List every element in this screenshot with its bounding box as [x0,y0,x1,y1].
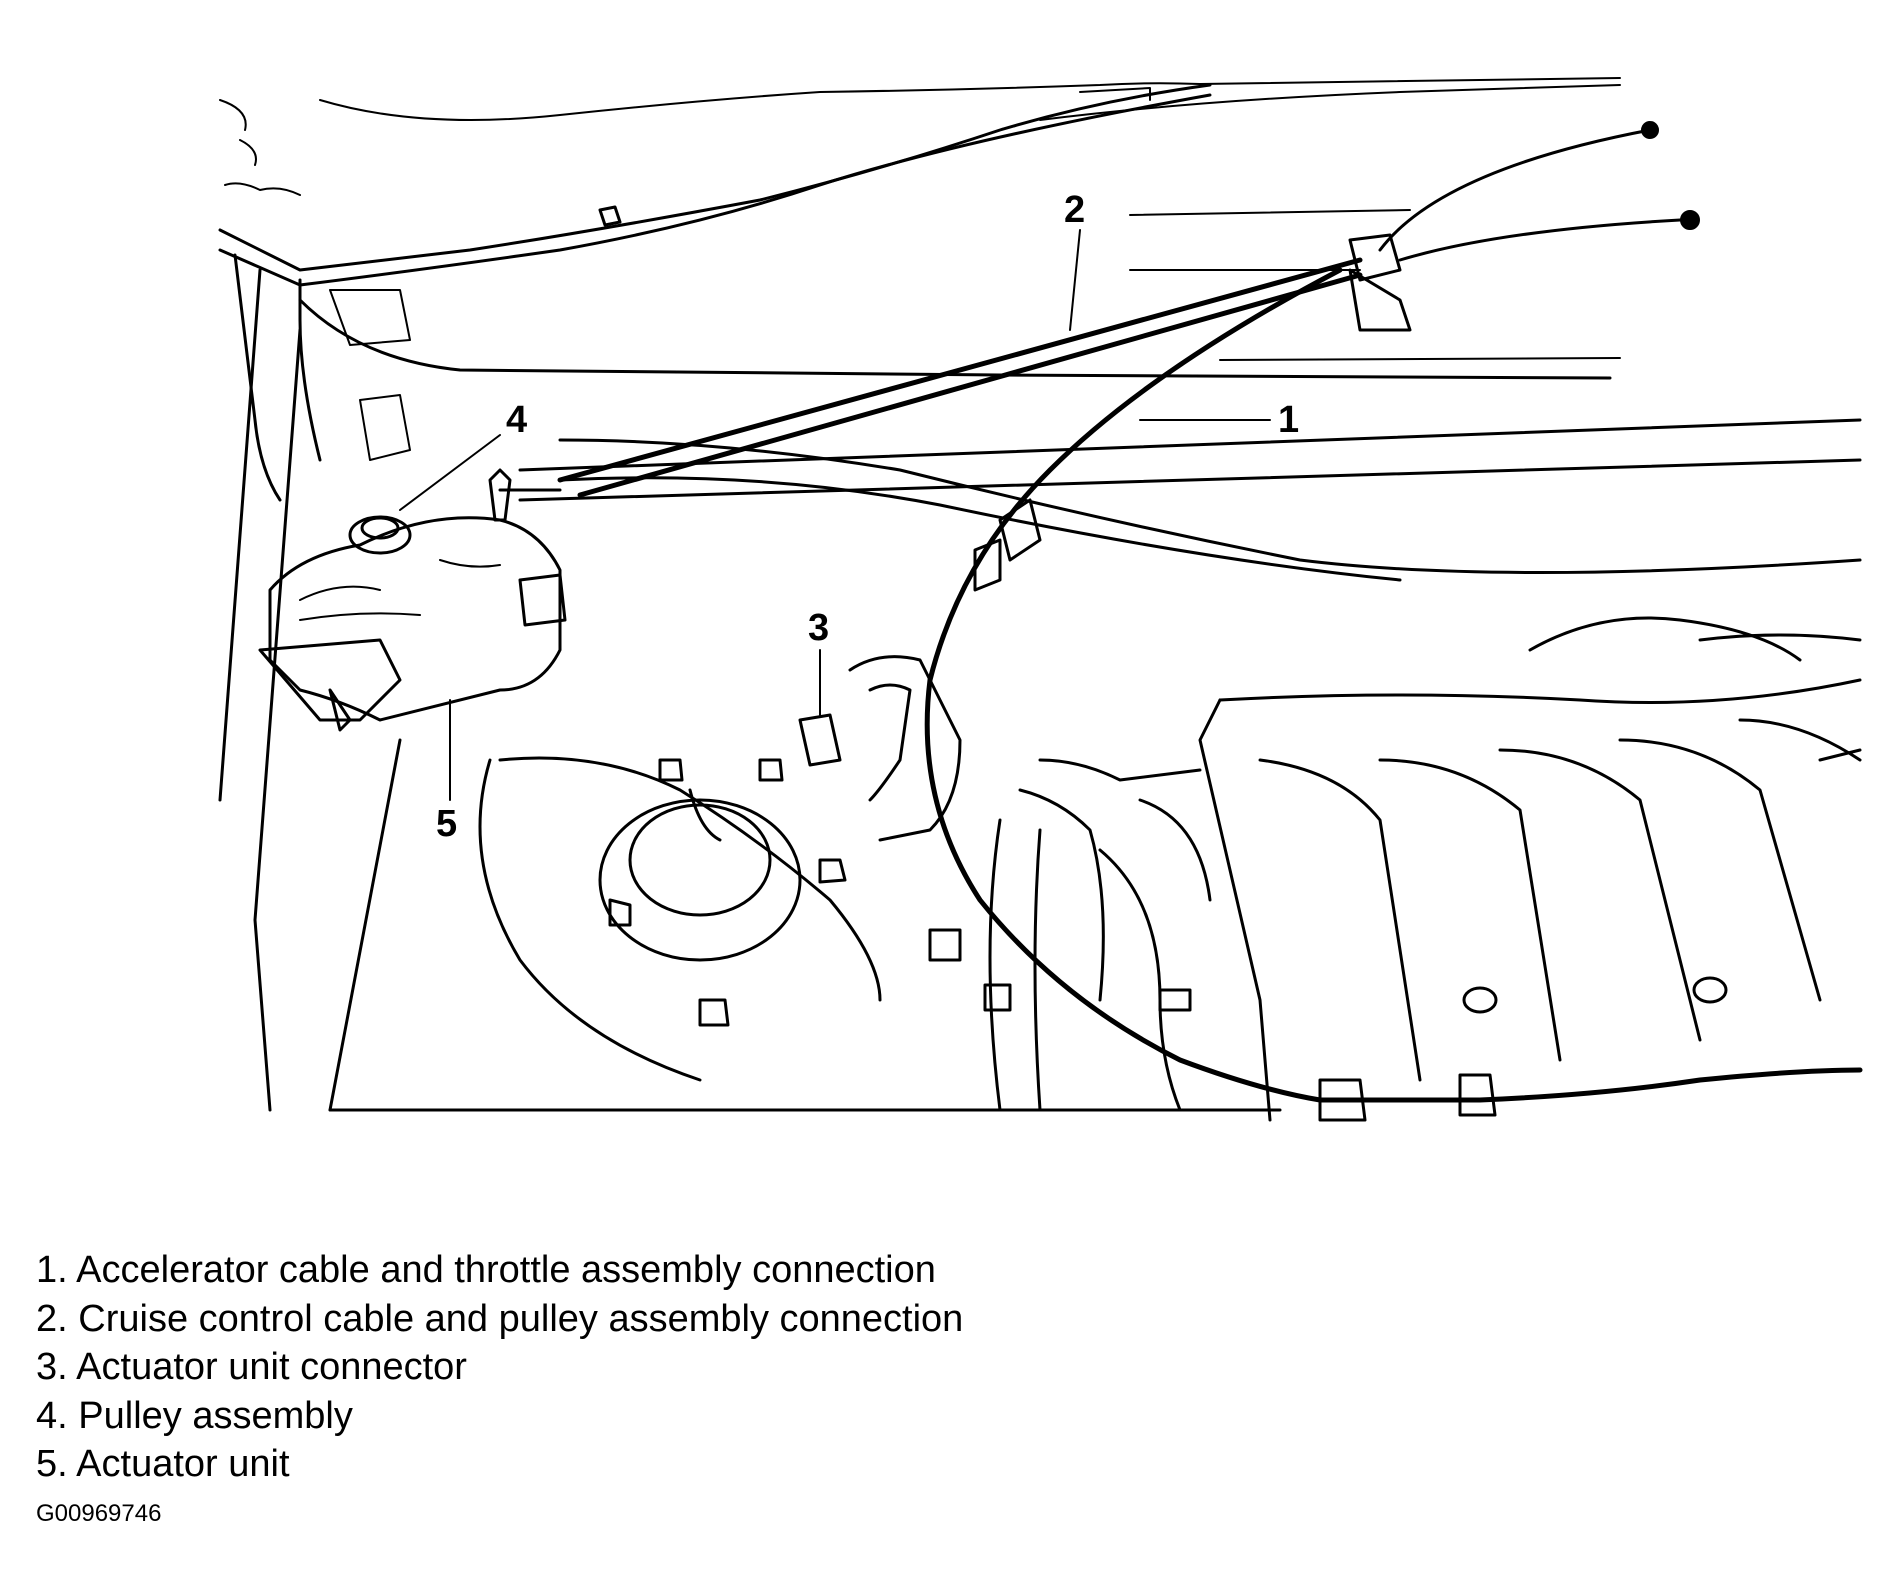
callout-3: 3 [808,607,829,649]
actuator-connector [798,655,962,842]
strut-tower [478,756,882,1082]
legend-item: 1. Accelerator cable and throttle assemb… [36,1246,963,1295]
actuator-unit [258,468,567,732]
legend-text: Accelerator cable and throttle assembly … [76,1249,936,1291]
callout-5: 5 [436,803,457,845]
callout-2: 2 [1064,189,1085,231]
figure-id: G00969746 [36,1500,162,1527]
legend-number: 1. [36,1249,68,1291]
cowl-panel [233,253,1612,502]
legend-text: Cruise control cable and pulley assembly… [78,1297,964,1340]
intake-manifold [1198,616,1862,1122]
legend-number: 2. [36,1297,68,1340]
hoses [928,758,1212,1112]
cruise-control-cable [557,121,1700,498]
callout-1: 1 [1278,399,1299,441]
legend-number: 4. [36,1394,68,1437]
legend-item: 5. Actuator unit [36,1440,963,1489]
engine-bay-illustration: 1 2 3 4 5 [218,77,1863,1122]
legend-item: 3. Actuator unit connector [36,1343,963,1392]
legend-number: 3. [36,1346,68,1388]
legend-text: Actuator unit [76,1443,290,1485]
legend-item: 4. Pulley assembly [36,1392,963,1441]
legend-number: 5. [36,1443,68,1485]
hood-outline [218,77,1621,287]
fender-lines [218,268,1862,1112]
callout-4: 4 [506,399,527,441]
legend-text: Actuator unit connector [76,1346,467,1388]
legend-text: Pulley assembly [78,1394,353,1437]
legend-item: 2. Cruise control cable and pulley assem… [36,1295,963,1344]
legend: 1. Accelerator cable and throttle assemb… [36,1246,963,1489]
leader-lines [399,209,1621,801]
accelerator-cable [924,267,1863,1122]
